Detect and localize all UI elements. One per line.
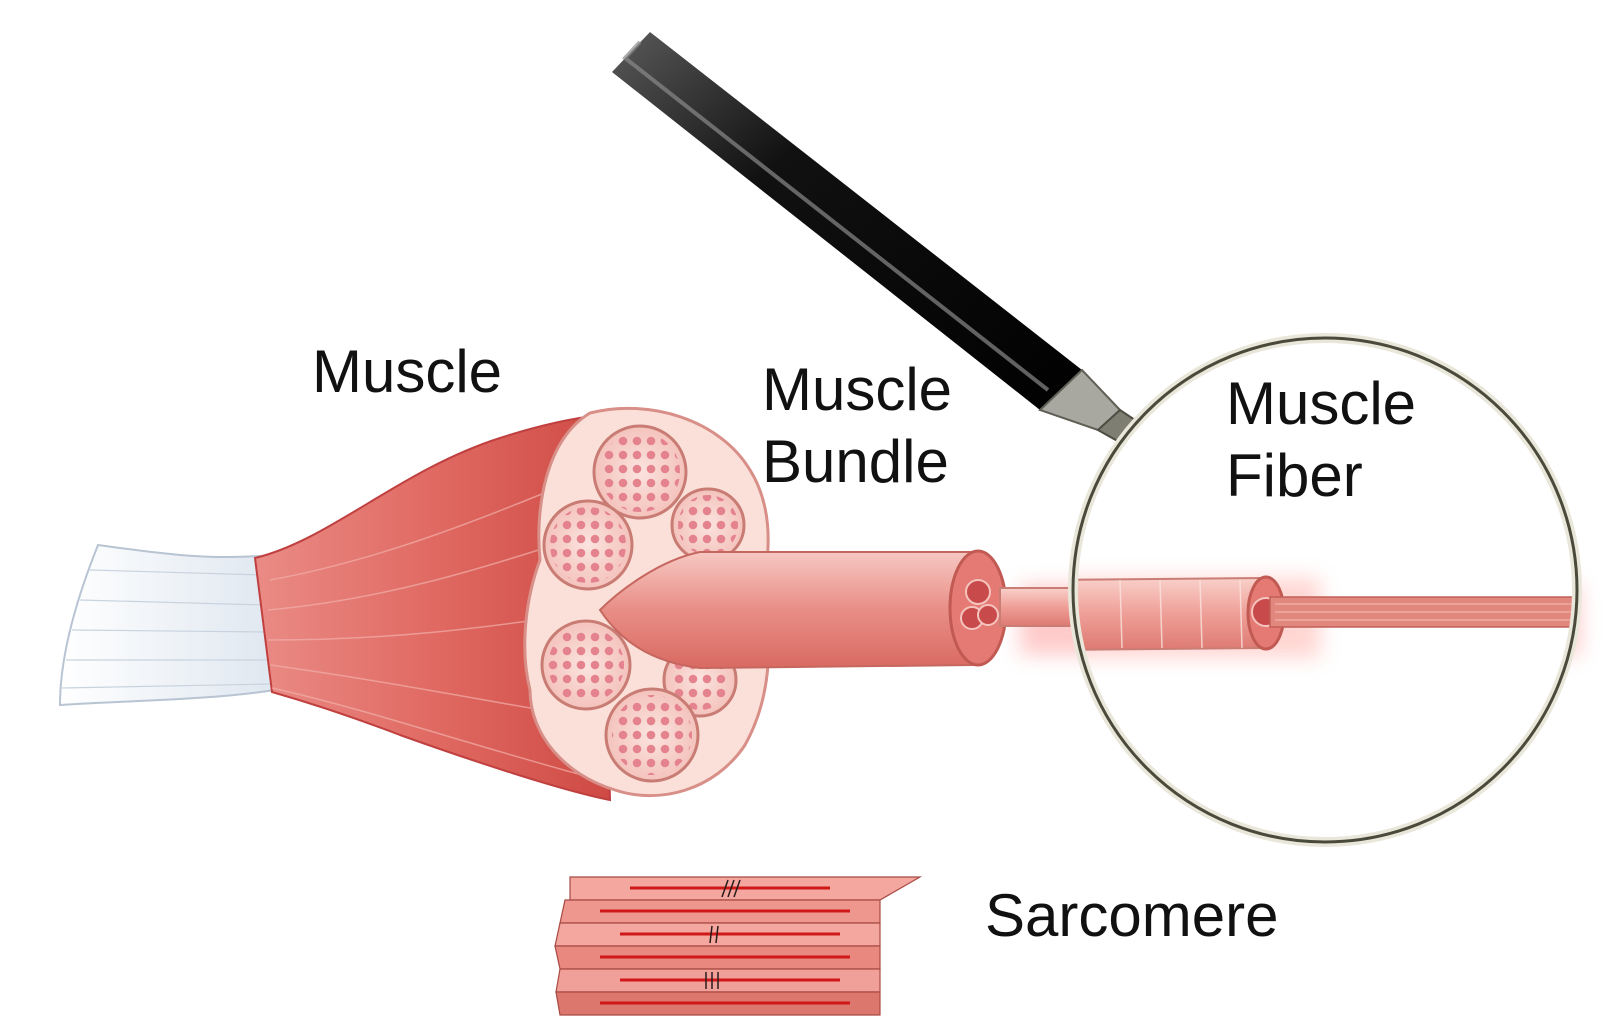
label-muscle-fiber-line1: Muscle: [1226, 368, 1416, 440]
muscle-bundle-tube: [600, 552, 975, 668]
label-muscle-bundle: Muscle Bundle: [762, 354, 952, 498]
label-muscle-fiber-line2: Fiber: [1226, 440, 1416, 512]
muscle-fiber-stem: [1000, 588, 1080, 626]
label-muscle-bundle-line2: Bundle: [762, 426, 952, 498]
label-muscle-fiber: Muscle Fiber: [1226, 368, 1416, 512]
sarcomere-stack: [555, 877, 920, 1015]
label-sarcomere: Sarcomere: [985, 880, 1278, 952]
tendon: [60, 545, 275, 705]
label-muscle-bundle-line1: Muscle: [762, 354, 952, 426]
label-muscle: Muscle: [312, 336, 502, 408]
